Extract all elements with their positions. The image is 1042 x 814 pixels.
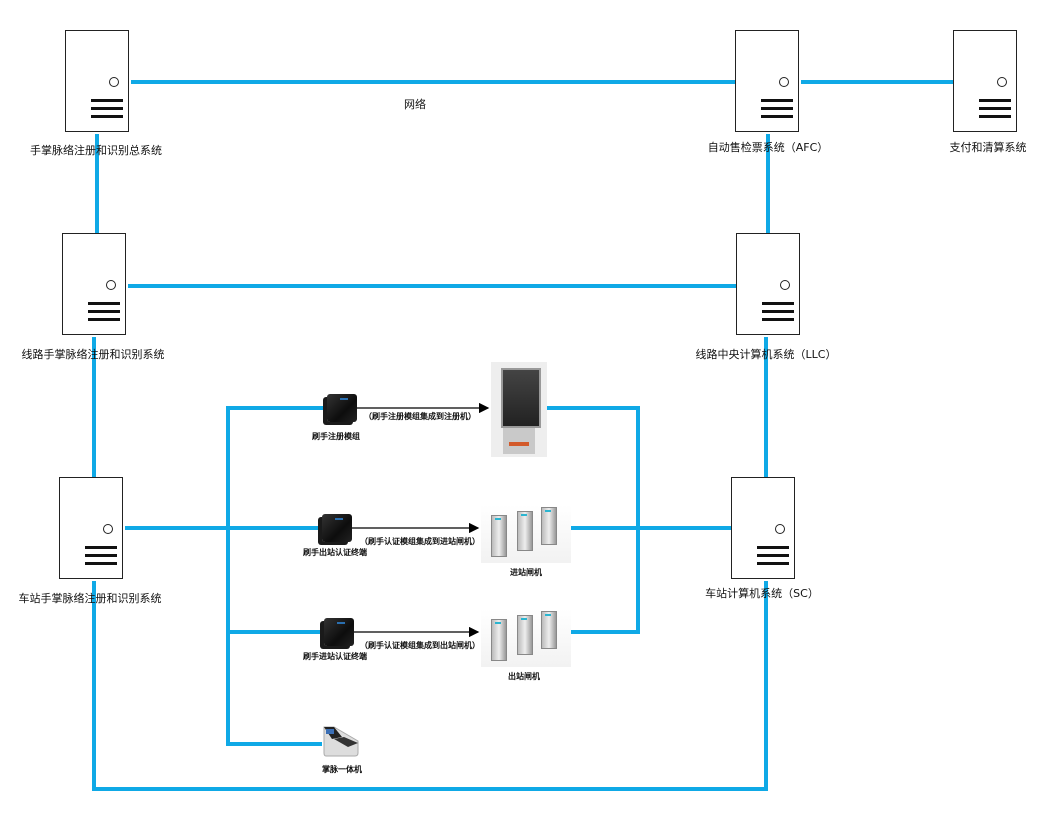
server-station-label: 车站手掌脉络注册和识别系统 [18,592,162,605]
exit-terminal-label: 刷手出站认证终端 [303,548,367,557]
server-station [59,477,123,579]
palm-vein-unit-image [323,726,359,757]
palm-reader-entry [324,618,354,646]
server-afc [735,30,799,132]
link-kiosk-gates [545,406,640,634]
server-afc-label: 自动售检票系统（AFC） [707,141,829,154]
link-bus [226,406,325,746]
server-sc [731,477,795,579]
exit-arrow-label: （刷手认证模组集成到出站闸机） [360,641,480,650]
server-line-label: 线路手掌脉络注册和识别系统 [21,348,165,361]
server-payment [953,30,1017,132]
palm-reader-exit [322,514,352,542]
network-label: 网络 [404,98,426,111]
palm-unit-label: 掌脉一体机 [322,765,362,774]
palm-reader-register [327,394,357,422]
link-station-sc-bottom [92,581,768,791]
registration-kiosk [491,362,547,457]
server-llc [736,233,800,335]
server-llc-label: 线路中央计算机系统（LLC） [695,348,837,361]
server-master [65,30,129,132]
entry-gate-image [481,505,571,563]
reg-arrow-label: （刷手注册模组集成到注册机） [364,412,476,421]
server-sc-label: 车站计算机系统（SC） [705,587,819,600]
exit-gate-label: 出站闸机 [508,672,540,681]
entry-gate-label: 进站闸机 [510,568,542,577]
entry-terminal-label: 刷手进站认证终端 [303,652,367,661]
server-master-label: 手掌脉络注册和识别总系统 [30,144,162,157]
server-line [62,233,126,335]
reg-module-label: 刷手注册模组 [312,432,360,441]
exit-gate-image [481,609,571,667]
server-payment-label: 支付和清算系统 [949,141,1027,154]
entry-arrow-label: （刷手认证模组集成到进站闸机） [360,537,480,546]
